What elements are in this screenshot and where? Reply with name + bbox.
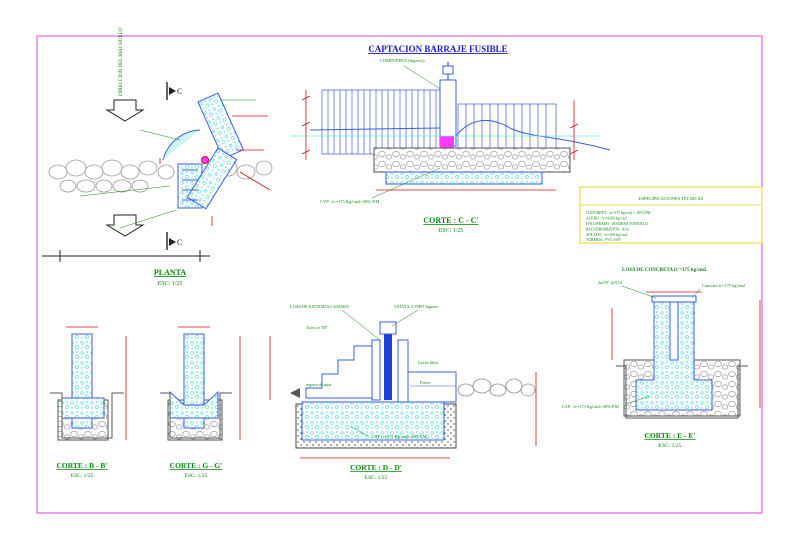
section-c-title: CORTE : C - C' (423, 216, 478, 225)
flow-arrow-bottom (105, 214, 145, 237)
concreto-label: Concreto fc=175 kg/cm2 (702, 283, 745, 288)
section-d: LOSA DE ENTRADA CAMARA VALVULA TIPO Ingr… (269, 304, 537, 481)
losa-d-label: LOSA DE ENTRADA CAMARA (290, 304, 350, 309)
outflow-arrow (290, 388, 300, 398)
plan-title: PLANTA (154, 268, 187, 277)
section-e-title: CORTE : E - E' (645, 431, 696, 440)
weir-foundation (385, 171, 543, 185)
section-c-scale: ESC: 1/25 (439, 228, 464, 234)
section-g-scale: ESC: 1/25 (185, 473, 208, 479)
plan-leaders (79, 99, 256, 229)
weir-base (373, 147, 571, 173)
cyp-e-label: CYP , fc=175 Kg/cm2+30% P.M. (562, 404, 620, 410)
plan-structure (162, 92, 244, 210)
water-surface (309, 119, 611, 151)
section-g-title: CORTE : G - G' (170, 461, 223, 470)
cyp-c-label: CYP , fc=175 Kg/cm2+30% P.M. (320, 199, 381, 205)
spec-row: CONCRETO : fc=175 kg/cm2 + 30% P.M. (586, 211, 651, 215)
valvula-label: VALVULA TIPO Ingreso (394, 304, 438, 309)
fierro-label: Fierro (420, 380, 431, 385)
plan-marker-c-top: C (177, 87, 182, 96)
section-d-cobbles (457, 378, 536, 397)
spec-row: ENCOFRADO : MADERA TORNILLO (586, 222, 648, 226)
plan-river-direction: DIRECCION DEL RIACHUELO (119, 27, 124, 96)
section-b-title: CORTE : B - B' (57, 461, 108, 470)
section-d-scale: ESC: 1/25 (365, 475, 388, 481)
spec-title: ESPECIFICACIONES TECNICAS (639, 196, 704, 201)
section-c: CAPTACION BARRAJE FUSIBLE COMPUERTA (Ing… (290, 44, 611, 234)
grava-label: Grava filtro (418, 360, 438, 365)
losa-c-label: LOSA DE CONCRETA fc'=175 kg/cm2 (622, 268, 707, 273)
spec-table: ESPECIFICACIONES TECNICAS CONCRETO : fc=… (579, 186, 763, 244)
spec-row: SOLADO : fc=100 kg/cm2 (586, 233, 628, 237)
stoplog-hatch (321, 89, 557, 155)
section-c-dims (301, 90, 579, 191)
section-b-scale: ESC: 1/25 (71, 473, 94, 479)
flow-arrow-top (105, 99, 145, 122)
plan-marker-c-bottom: C (177, 238, 182, 247)
section-e: LOSA DE CONCRETA fc'=175 kg/cm2 3ø3/8" @… (562, 268, 761, 449)
plan-dims (159, 115, 271, 226)
plan-view: DIRECCION DEL RIACHUELO C C PLANTA ESC: (42, 27, 273, 287)
cyp-d-label: CYP fc=175 Kg/cm2+30% P.M. (372, 434, 428, 439)
spec-row: ACERO : fy=4200 kg/cm2 (586, 217, 627, 221)
spec-row: TUBERIA : PVC SAP (586, 238, 621, 242)
fe-label: 3ø3/8" @0.15 (598, 280, 622, 285)
section-g: CORTE : G - G' ESC: 1/25 (160, 326, 241, 479)
main-title: CAPTACION BARRAJE FUSIBLE (368, 44, 507, 54)
compuerta-label: COMPUERTA (Ingreso) (380, 58, 425, 63)
section-b: CORTE : B - B' ESC: 1/25 (50, 326, 127, 479)
section-d-title: CORTE : D - D' (350, 463, 402, 472)
gate-structure (439, 62, 457, 148)
acero-label: Acero ø 3/8" (306, 325, 328, 330)
spec-row: RECUBRIMIENTOS : 4cm (586, 228, 629, 232)
plan-scale: ESC: 1/25 (158, 281, 183, 287)
section-e-scale: ESC: 1/25 (659, 443, 682, 449)
ingreso-label: ingreso de agua (306, 382, 331, 387)
sheet-frame (36, 35, 763, 514)
